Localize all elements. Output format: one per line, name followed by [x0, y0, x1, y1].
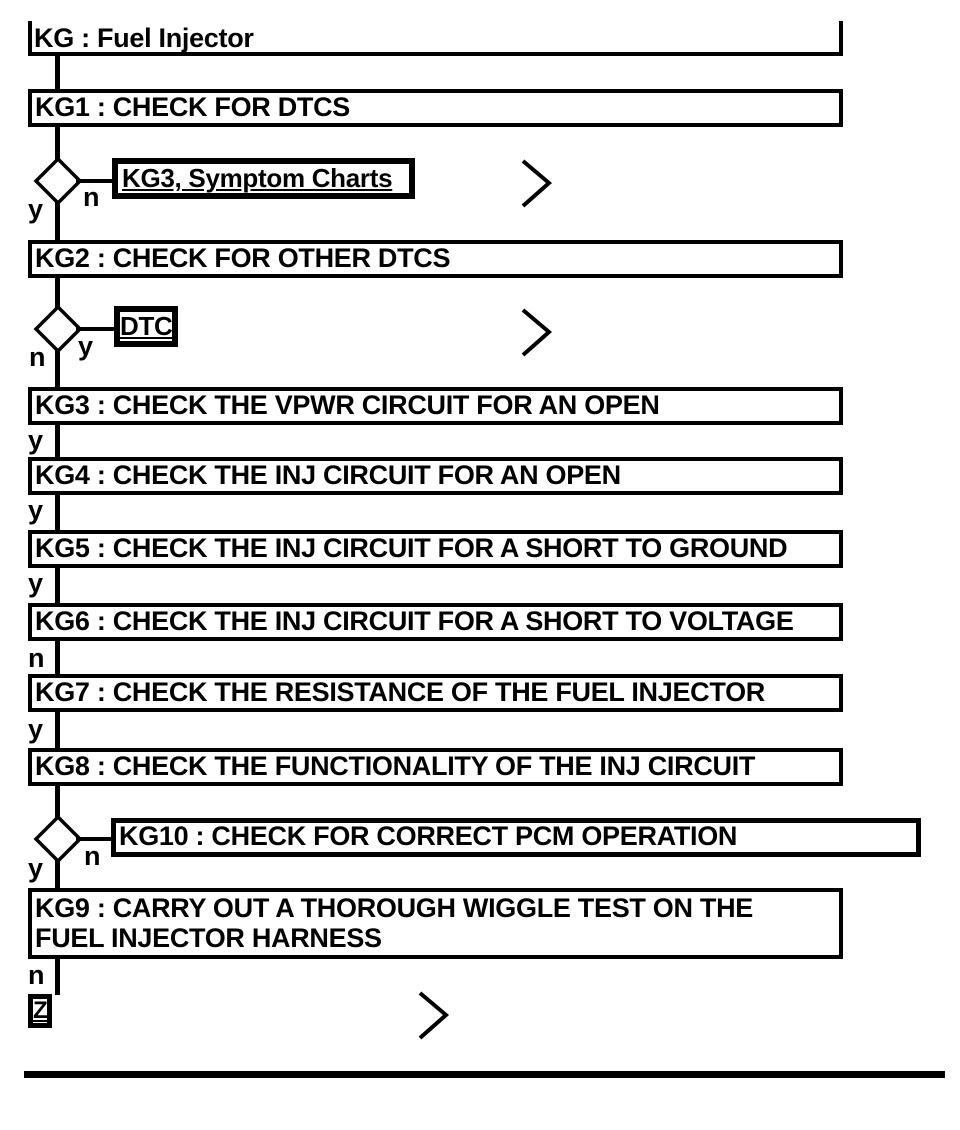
continue-chevron-1[interactable] — [518, 157, 554, 210]
continue-chevron-3[interactable] — [415, 989, 451, 1042]
chevron-shape — [521, 159, 553, 208]
step-box-kg1[interactable]: KG1 : CHECK FOR DTCS — [28, 89, 843, 127]
label-d2-yes: y — [78, 331, 94, 361]
diamond-shape — [33, 304, 83, 354]
ref-box-dtc[interactable]: DTC — [114, 306, 178, 347]
title-underline — [28, 52, 843, 56]
ref-box-z[interactable]: Z — [28, 994, 52, 1028]
diamond-shape — [33, 814, 83, 864]
decision-diamond-3 — [33, 814, 83, 864]
step-text-line-2: FUEL INJECTOR HARNESS — [35, 923, 382, 953]
branch-connector-2 — [76, 327, 116, 331]
step-box-kg4[interactable]: KG4 : CHECK THE INJ CIRCUIT FOR AN OPEN — [28, 457, 843, 495]
decision-diamond-1 — [33, 156, 83, 206]
label-kg6-exit: n — [28, 643, 45, 673]
step-text-line-1: KG9 : CARRY OUT A THOROUGH WIGGLE TEST O… — [35, 893, 754, 923]
label-kg7-exit: y — [28, 714, 44, 744]
branch-connector-3 — [76, 837, 113, 841]
step-box-kg6[interactable]: KG6 : CHECK THE INJ CIRCUIT FOR A SHORT … — [28, 603, 843, 641]
label-d1-yes: y — [28, 194, 44, 224]
chevron-shape — [521, 308, 553, 357]
step-box-kg5[interactable]: KG5 : CHECK THE INJ CIRCUIT FOR A SHORT … — [28, 530, 843, 568]
label-d2-no: n — [29, 342, 46, 372]
title-left-bar — [28, 21, 32, 56]
ref-box-symptom-charts[interactable]: KG3, Symptom Charts — [112, 158, 415, 199]
step-box-kg7[interactable]: KG7 : CHECK THE RESISTANCE OF THE FUEL I… — [28, 674, 843, 712]
flow-spine — [55, 56, 60, 995]
diamond-shape — [33, 156, 83, 206]
label-kg4-exit: y — [28, 495, 44, 525]
title-right-tick — [839, 21, 843, 56]
step-box-kg9[interactable]: KG9 : CARRY OUT A THOROUGH WIGGLE TEST O… — [28, 888, 843, 959]
label-kg5-exit: y — [28, 568, 44, 598]
branch-connector-1 — [76, 179, 114, 183]
step-box-kg8[interactable]: KG8 : CHECK THE FUNCTIONALITY OF THE INJ… — [28, 748, 843, 786]
bottom-rule — [24, 1071, 945, 1078]
decision-diamond-2 — [33, 304, 83, 354]
label-kg3-exit: y — [28, 425, 44, 455]
label-kg9-exit: n — [28, 960, 45, 990]
step-box-kg10[interactable]: KG10 : CHECK FOR CORRECT PCM OPERATION — [111, 818, 921, 857]
continue-chevron-2[interactable] — [518, 306, 554, 359]
step-box-kg2[interactable]: KG2 : CHECK FOR OTHER DTCS — [28, 240, 843, 278]
chevron-shape — [418, 991, 450, 1040]
label-d1-no: n — [83, 182, 100, 212]
label-d3-no: n — [84, 841, 101, 871]
label-d3-yes: y — [28, 853, 44, 883]
step-box-kg3[interactable]: KG3 : CHECK THE VPWR CIRCUIT FOR AN OPEN — [28, 387, 843, 425]
chart-title: KG : Fuel Injector — [34, 23, 254, 53]
